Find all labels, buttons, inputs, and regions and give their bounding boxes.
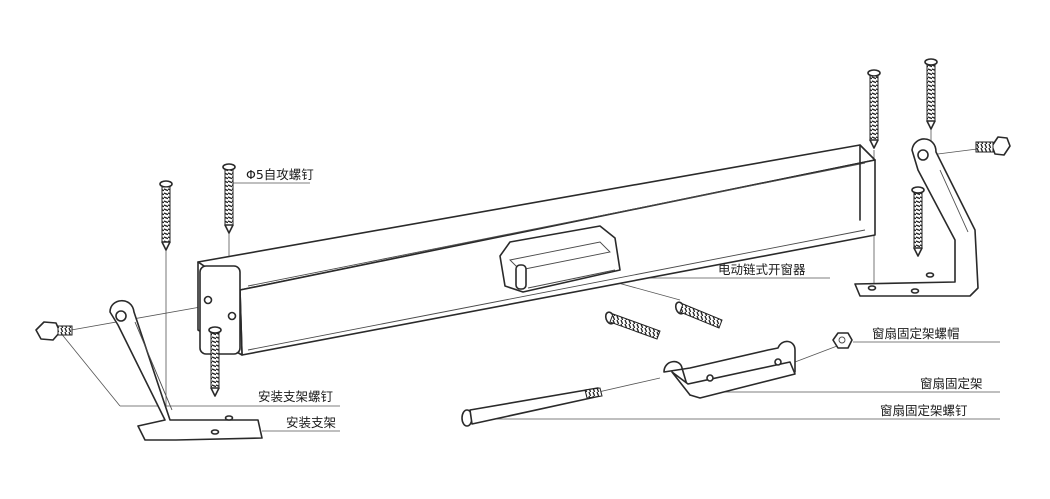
self-tapping-screw-1 — [159, 180, 173, 251]
label-sash-bracket: 窗扇固定架 — [920, 376, 983, 391]
self-tapping-screw-3 — [208, 326, 222, 397]
label-sash-bracket-nut: 窗扇固定架螺帽 — [872, 326, 960, 341]
sash-bracket-screw-a — [604, 311, 661, 340]
diagram-labels: Φ5自攻螺钉 电动链式开窗器 窗扇固定架螺帽 安装支架螺钉 窗扇固定架 安装支架… — [246, 167, 983, 430]
left-hex-bolt — [35, 321, 73, 341]
label-mounting-bracket-screw: 安装支架螺钉 — [258, 389, 334, 404]
label-chain-window-opener: 电动链式开窗器 — [718, 262, 806, 277]
right-mounting-bracket — [854, 138, 979, 297]
left-mounting-bracket — [109, 299, 263, 441]
right-hex-bolt — [975, 136, 1011, 156]
chain-outlet-block — [499, 225, 621, 293]
sash-bracket-long-bolt — [461, 387, 603, 427]
self-tapping-screw-6 — [911, 186, 925, 257]
label-self-tapping-screw: Φ5自攻螺钉 — [246, 167, 314, 182]
sash-bracket — [663, 340, 796, 399]
self-tapping-screw-2 — [222, 163, 236, 234]
sash-bracket-screw-b — [674, 301, 723, 329]
self-tapping-screw-4 — [867, 69, 881, 149]
sash-bracket-nut-part — [832, 332, 853, 349]
label-mounting-bracket: 安装支架 — [286, 415, 336, 430]
label-sash-bracket-screw: 窗扇固定架螺钉 — [880, 403, 968, 418]
self-tapping-screw-5 — [924, 58, 938, 130]
